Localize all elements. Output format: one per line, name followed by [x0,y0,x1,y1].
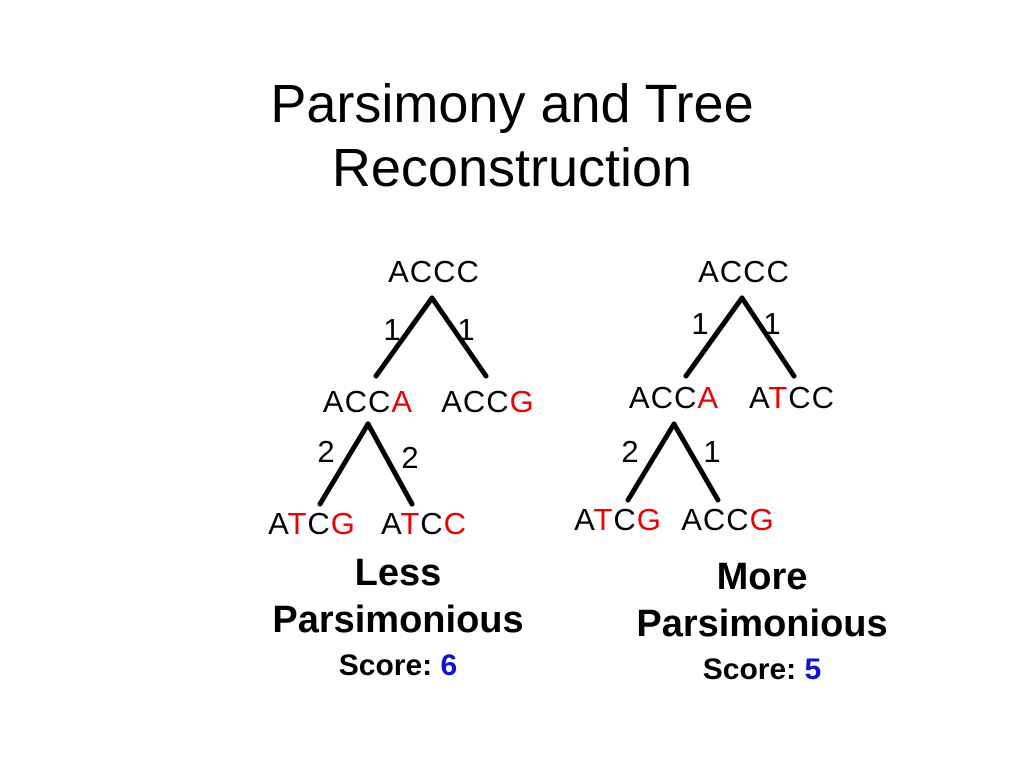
edge-left-mid-leaf2 [365,421,415,507]
score-left: Score: 6 [272,646,523,686]
sequence-char: C [443,506,468,541]
edge-label-left-mid-leaf1: 2 [317,434,335,469]
verdict-left-line1: Less [354,552,442,594]
score-left-label: Score: [338,649,433,682]
node-left-right: ACCG [441,384,535,420]
sequence-char: A [748,380,769,415]
score-right-value: 5 [804,653,822,686]
verdict-left-line2: Parsimonious [272,599,524,641]
edge-right-mid-leaf2 [671,421,721,503]
title-line-1: Parsimony and Tree [270,74,754,134]
verdict-right-line2: Parsimonious [636,603,888,645]
sequence-char: A [380,506,401,541]
sequence-char: G [330,506,356,541]
edge-right-mid-leaf1 [625,421,677,503]
edge-label-right-mid-leaf2: 1 [703,434,721,469]
edge-left-root-right [429,295,489,379]
sequence-char: C [650,380,674,415]
verdict-right: More Parsimonious Score: 5 [636,554,887,690]
sequence-char: C [462,384,487,419]
edge-right-root-right [739,295,797,379]
sequence-char: T [768,380,789,415]
sequence-char: T [287,506,308,541]
edge-label-left-mid-leaf2: 2 [401,440,419,475]
sequence-char: C [726,502,750,537]
edge-left-mid-leaf1 [317,421,371,507]
node-left-root: ACCC [388,254,480,290]
sequence-char: G [636,502,662,537]
sequence-char: C [456,254,480,289]
score-right: Score: 5 [636,650,887,690]
sequence-char: C [433,254,457,289]
sequence-char: C [307,506,331,541]
sequence-char: C [702,502,727,537]
sequence-char: A [268,506,288,541]
sequence-char: G [509,384,535,419]
node-right-leaf1: ATCG [574,502,662,538]
sequence-char: C [743,254,767,289]
edge-label-right-root-mid: 1 [691,306,709,341]
sequence-char: A [322,384,345,419]
node-right-mid: ACCA [629,380,719,416]
edge-right-root-mid [683,295,745,379]
sequence-char: C [674,380,698,415]
sequence-char: A [388,254,410,289]
sequence-char: C [719,254,744,289]
sequence-char: T [593,502,614,537]
edge-label-left-root-mid: 1 [383,312,401,347]
verdict-left: Less Parsimonious Score: 6 [272,550,523,686]
sequence-char: C [420,506,444,541]
sequence-char: A [391,384,414,419]
sequence-char: C [409,254,434,289]
sequence-char: G [749,502,775,537]
sequence-char: A [441,384,463,419]
node-left-mid: ACCA [323,384,413,420]
sequence-char: C [368,384,392,419]
edge-label-right-mid-leaf1: 2 [621,434,639,469]
sequence-char: A [697,380,720,415]
edge-label-left-root-right: 1 [457,312,475,347]
sequence-char: C [344,384,368,419]
score-left-value: 6 [440,649,458,682]
edge-label-right-root-right: 1 [763,306,781,341]
sequence-char: A [628,380,651,415]
sequence-char: T [400,506,421,541]
node-right-right: ATCC [749,380,835,416]
node-left-leaf1: ATCG [268,506,356,542]
title-line-2: Reconstruction [331,138,693,198]
sequence-char: C [788,380,812,415]
sequence-char: C [766,254,790,289]
sequence-char: C [486,384,510,419]
score-right-label: Score: [702,653,797,686]
slide-title: Parsimony and Tree Reconstruction [0,72,1024,200]
sequence-char: A [681,502,703,537]
node-left-leaf2: ATCC [381,506,467,542]
node-right-root: ACCC [698,254,790,290]
node-right-leaf2: ACCG [681,502,775,538]
sequence-char: C [613,502,637,537]
edge-left-root-mid [373,295,435,379]
sequence-char: C [811,380,836,415]
sequence-char: A [574,502,594,537]
verdict-right-line1: More [716,556,808,598]
sequence-char: A [698,254,720,289]
